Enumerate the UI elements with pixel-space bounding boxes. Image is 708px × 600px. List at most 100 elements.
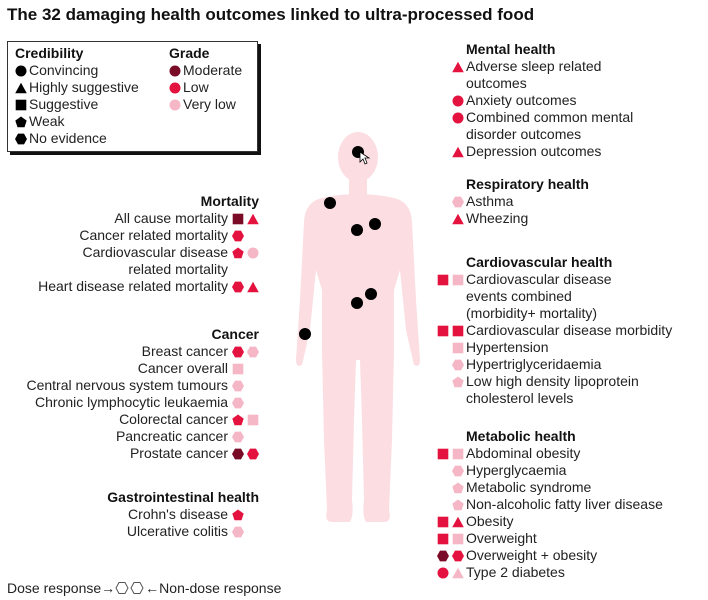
outcome-item[interactable]: Cardiovascular disease morbidity [437, 322, 672, 339]
outcome-item[interactable]: Prostate cancer [26, 445, 259, 462]
outcome-item[interactable]: Heart disease related mortality [38, 278, 259, 295]
outcome-label: Combined common mental disorder outcomes [466, 109, 634, 142]
circle-icon [169, 82, 181, 93]
non-dose-response-label: ←Non-dose response [145, 580, 282, 596]
outcome-item[interactable]: Depression outcomes [437, 143, 633, 160]
section-title: Mortality [200, 193, 259, 209]
grade-very-low: Very low [169, 96, 242, 113]
outcome-item[interactable]: Chronic lymphocytic leukaemia [26, 394, 259, 411]
hexagon-icon [452, 196, 464, 207]
outcome-item[interactable]: Non-alcoholic fatty liver disease [437, 496, 663, 513]
credibility-square: Suggestive [15, 96, 139, 113]
evidence-markers [437, 496, 464, 513]
hexagon-icon [452, 359, 464, 370]
chest-dot[interactable] [351, 224, 363, 236]
outcome-item[interactable]: Obesity [437, 513, 663, 530]
hexagon-icon [232, 281, 244, 292]
outcome-label: Cardiovascular disease events combined (… [466, 271, 612, 321]
evidence-markers [232, 377, 259, 394]
circle-icon [452, 112, 464, 123]
legend-label: No evidence [29, 130, 107, 146]
outcome-item[interactable]: All cause mortality [38, 210, 259, 227]
hexagon-icon [15, 133, 27, 144]
outcome-label: Prostate cancer [129, 445, 228, 461]
pentagon-icon [452, 499, 464, 510]
footer-legend: Dose response→ ←Non-dose response [7, 580, 281, 596]
square-icon [452, 342, 464, 353]
outcome-label: Hypertriglyceridaemia [466, 356, 602, 372]
outcome-item[interactable]: Abdominal obesity [437, 445, 663, 462]
triangle-icon [15, 82, 27, 93]
pentagon-icon [452, 376, 464, 387]
evidence-markers [437, 322, 464, 339]
evidence-markers [232, 411, 259, 428]
outcome-item[interactable]: Cardiovascular disease related mortality [38, 244, 259, 278]
pentagon-icon [232, 247, 244, 258]
abdomen-dot[interactable] [351, 297, 363, 309]
evidence-markers [437, 547, 464, 564]
outcome-item[interactable]: Overweight [437, 530, 663, 547]
square-icon [437, 448, 449, 459]
evidence-markers [437, 513, 464, 530]
evidence-markers [232, 428, 259, 445]
hexagon-icon [232, 448, 244, 459]
outcome-item[interactable]: Crohn's disease [107, 506, 259, 523]
outcome-label: Cancer overall [137, 360, 228, 376]
outcome-item[interactable]: Cancer related mortality [38, 227, 259, 244]
evidence-markers [437, 564, 464, 581]
evidence-markers [437, 445, 464, 462]
outcome-item[interactable]: Cancer overall [26, 360, 259, 377]
pointer-cursor-icon [359, 151, 371, 165]
outcome-label: Wheezing [466, 210, 529, 226]
shoulder-dot[interactable] [324, 197, 336, 209]
hexagon-icon [232, 431, 244, 442]
outcome-item[interactable]: Pancreatic cancer [26, 428, 259, 445]
evidence-markers [437, 92, 464, 109]
human-body-figure [296, 132, 420, 522]
outcome-item[interactable]: Type 2 diabetes [437, 564, 663, 581]
outcome-item[interactable]: Asthma [437, 193, 589, 210]
outcome-item[interactable]: Central nervous system tumours [26, 377, 259, 394]
outcome-item[interactable]: Colorectal cancer [26, 411, 259, 428]
square-icon [232, 363, 244, 374]
square-icon [437, 274, 449, 285]
outcome-item[interactable]: Anxiety outcomes [437, 92, 633, 109]
outcome-item[interactable]: Hypertension [437, 339, 672, 356]
section-title: Metabolic health [466, 428, 576, 444]
outcome-item[interactable]: Hypertriglyceridaemia [437, 356, 672, 373]
outcome-item[interactable]: Cardiovascular disease events combined (… [437, 271, 672, 322]
legend-label: Suggestive [29, 96, 99, 112]
stomach-dot[interactable] [365, 288, 377, 300]
outcome-label: Pancreatic cancer [115, 428, 228, 444]
outcome-item[interactable]: Ulcerative colitis [107, 523, 259, 540]
outcome-label: Central nervous system tumours [26, 377, 228, 393]
section-title: Mental health [466, 41, 556, 57]
outcome-label: Obesity [466, 513, 514, 529]
evidence-markers [232, 360, 259, 377]
outcome-item[interactable]: Low high density lipoprotein cholesterol… [437, 373, 672, 407]
circle-icon [15, 65, 27, 76]
triangle-icon [452, 567, 464, 578]
legend-label: Very low [183, 96, 236, 112]
outcome-label: Cardiovascular disease morbidity [466, 322, 673, 338]
heart-dot[interactable] [369, 218, 381, 230]
evidence-markers [437, 373, 464, 390]
hand-dot[interactable] [299, 328, 311, 340]
credibility-title: Credibility [15, 45, 84, 61]
outcome-item[interactable]: Hyperglycaemia [437, 462, 663, 479]
square-icon [247, 414, 259, 425]
outcome-item[interactable]: Adverse sleep related outcomes [437, 58, 633, 92]
square-icon [452, 274, 464, 285]
outcome-item[interactable]: Overweight + obesity [437, 547, 663, 564]
outcome-label: Chronic lymphocytic leukaemia [35, 394, 228, 410]
outcome-label: Adverse sleep related outcomes [466, 58, 602, 91]
evidence-markers [232, 278, 259, 295]
outcome-item[interactable]: Breast cancer [26, 343, 259, 360]
outcome-item[interactable]: Metabolic syndrome [437, 479, 663, 496]
outcome-item[interactable]: Combined common mental disorder outcomes [437, 109, 633, 143]
square-icon [232, 213, 244, 224]
outcome-item[interactable]: Wheezing [437, 210, 589, 227]
